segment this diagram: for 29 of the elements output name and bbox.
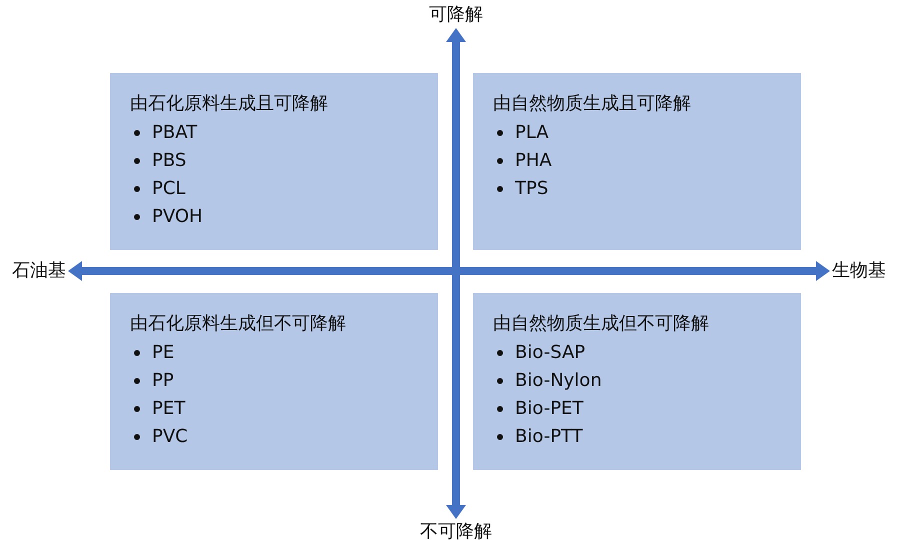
- quadrant-heading: 由自然物质生成但不可降解: [493, 312, 709, 335]
- list-item: PVOH: [152, 205, 203, 229]
- double-headed-arrow: [68, 261, 830, 281]
- list-item: PLA: [515, 121, 549, 145]
- list-item: PP: [152, 369, 174, 393]
- double-headed-arrow: [446, 28, 466, 519]
- list-item: PE: [152, 341, 174, 365]
- list-item: PVC: [152, 425, 188, 449]
- list-item: PHA: [515, 149, 552, 173]
- list-item: Bio-PTT: [515, 425, 583, 449]
- axis-label: 生物基: [832, 260, 886, 282]
- quadrant-box: [110, 73, 438, 250]
- quadrant-heading: 由石化原料生成且可降解: [130, 92, 328, 115]
- list-item: PCL: [152, 177, 186, 201]
- list-item: Bio-SAP: [515, 341, 586, 365]
- list-item: PET: [152, 397, 186, 421]
- quadrant-box: [473, 293, 801, 470]
- axis-label: 可降解: [429, 4, 483, 26]
- list-item: PBS: [152, 149, 186, 173]
- list-item: Bio-Nylon: [515, 369, 602, 393]
- quadrant-heading: 由自然物质生成且可降解: [493, 92, 691, 115]
- quadrant-box: [473, 73, 801, 250]
- axis-label: 不可降解: [420, 521, 492, 543]
- axis-label: 石油基: [12, 260, 66, 282]
- quadrant-box: [110, 293, 438, 470]
- quadrant-heading: 由石化原料生成但不可降解: [130, 312, 346, 335]
- list-item: TPS: [515, 177, 548, 201]
- list-item: Bio-PET: [515, 397, 584, 421]
- list-item: PBAT: [152, 121, 198, 145]
